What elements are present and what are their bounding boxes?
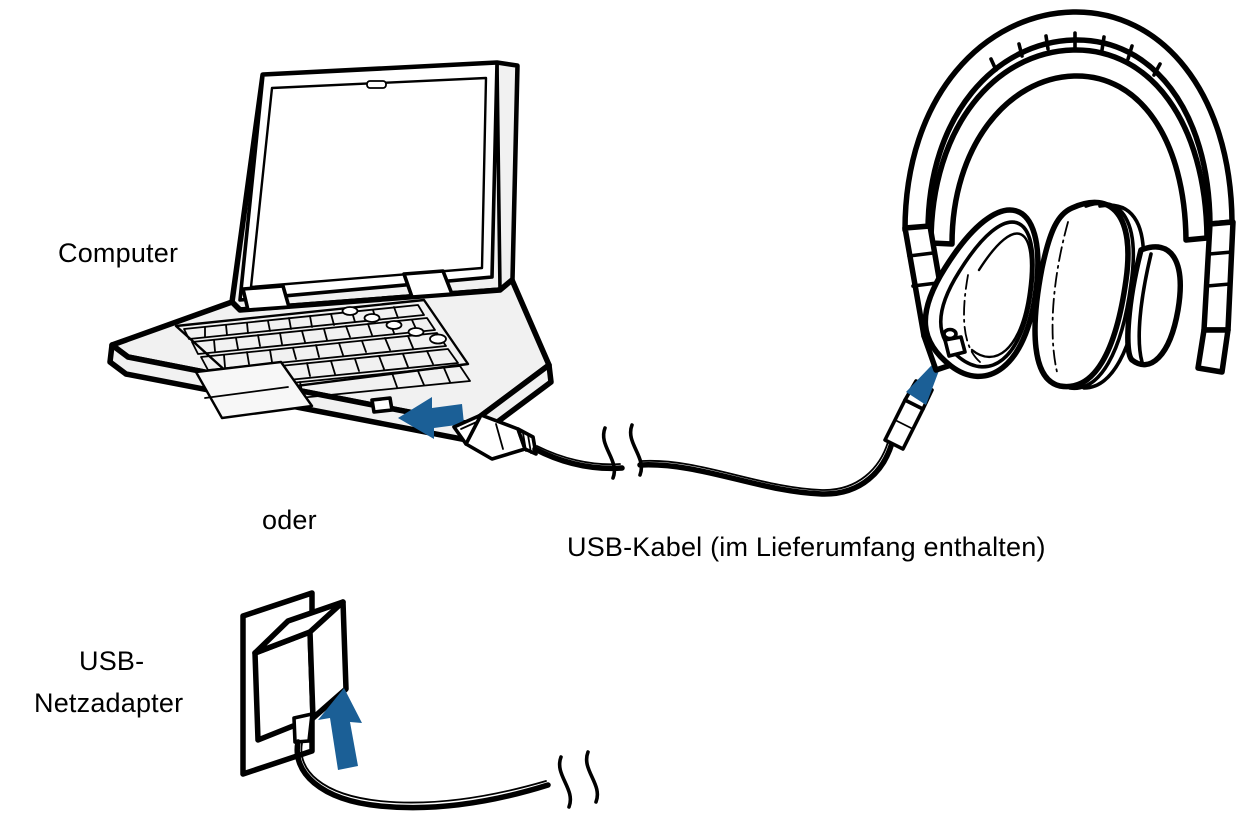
laptop-hinge-right	[402, 269, 454, 299]
laptop-usb-port	[370, 396, 394, 414]
headphones-right-earcup-seam	[1051, 221, 1069, 377]
usb-a-housing	[464, 413, 527, 461]
headphones-jack-port	[942, 327, 958, 341]
arrow-to-laptop-port	[398, 397, 464, 439]
power-adapter-illustration	[240, 590, 600, 811]
headphones-right-earcup-pad	[1032, 199, 1131, 390]
headphones-headband-stitching	[989, 31, 1162, 77]
usb-cable-highlight-left	[536, 445, 621, 466]
adapter-cable-boot	[292, 712, 314, 744]
headphones-illustration	[902, 9, 1236, 390]
laptop-illustration	[107, 60, 554, 444]
cable-break-symbol-main	[601, 423, 644, 480]
usb-a-relief-ribs	[522, 432, 532, 454]
laptop-bezel	[238, 61, 499, 302]
headphones-right-yoke	[1195, 327, 1231, 375]
cable-break-symbol-adapter	[557, 750, 600, 809]
label-computer: Computer	[58, 238, 178, 268]
headphones-right-slider	[1201, 219, 1236, 333]
headphones-left-earcup-rim	[939, 220, 1035, 369]
usb-a-connector	[452, 413, 538, 461]
laptop-trackpad	[194, 360, 314, 420]
headphones-left-earcup-seam	[963, 274, 981, 363]
usb-a-housing-seam	[495, 423, 504, 450]
usb-cable-segment-right	[637, 440, 895, 497]
laptop-webcam-icon	[366, 80, 387, 89]
headphones-right-earcup-housing	[1125, 244, 1183, 368]
adapter-cable	[294, 739, 551, 811]
headphones-right-housing-line	[1137, 252, 1153, 364]
headphones-left-slider-notches	[907, 251, 939, 288]
laptop-lid-edge	[495, 61, 519, 292]
label-adapter-line1: USB-	[79, 646, 144, 676]
headphones-right-slider-notches	[1205, 250, 1234, 288]
adapter-cube-side	[307, 599, 349, 721]
laptop-status-leds	[341, 306, 447, 345]
label-oder: oder	[262, 505, 317, 535]
usb-cable-highlight-right	[641, 441, 889, 491]
usb-cable	[532, 423, 895, 497]
headphones-left-earcup-inner	[970, 232, 1033, 359]
label-adapter-line2: Netzadapter	[34, 688, 183, 718]
adapter-cable-highlight	[300, 742, 547, 804]
laptop-screen	[249, 76, 488, 289]
micro-usb-housing-seam	[894, 419, 914, 430]
laptop-hinge-left	[241, 284, 291, 312]
label-usb-cable: USB-Kabel (im Lieferumfang enthalten)	[567, 532, 1046, 562]
arrow-to-adapter	[318, 688, 362, 770]
laptop-trackpad-buttons	[204, 386, 289, 399]
